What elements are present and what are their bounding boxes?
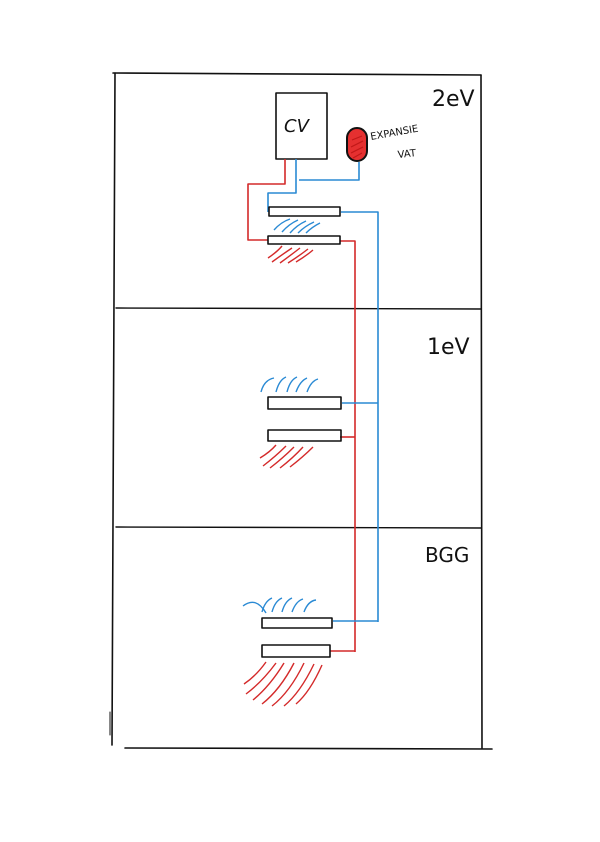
heat-rising-icon [260, 376, 319, 393]
boiler-label: CV [284, 116, 311, 137]
radiators-ground-floor [242, 597, 333, 707]
heat-radiating-icon [243, 661, 323, 707]
radiator-top-lower [267, 235, 341, 245]
radiator-ground-upper [261, 617, 333, 629]
radiators-top-floor [267, 206, 341, 264]
return-pipes [267, 159, 379, 622]
heat-radiating-icon [267, 245, 314, 264]
radiator-top-upper [268, 206, 341, 217]
floor-label-middle: 1eV [427, 335, 470, 360]
building-outline [109, 72, 493, 750]
boiler: CV [275, 92, 328, 160]
supply-pipes [247, 159, 356, 652]
expansion-vessel: EXPANSIE VAT [346, 124, 420, 162]
radiator-ground-lower [261, 644, 331, 658]
expansion-vessel-label-1: EXPANSIE [370, 124, 420, 143]
heat-radiating-icon [259, 444, 314, 469]
heat-rising-icon [242, 597, 317, 614]
radiators-middle-floor [259, 376, 342, 469]
floor-label-ground: BGG [425, 543, 469, 567]
radiator-middle-lower [267, 429, 342, 442]
radiator-middle-upper [267, 396, 342, 410]
expansion-vessel-label-2: VAT [397, 148, 417, 161]
floor-label-top: 2eV [432, 87, 475, 112]
heat-rising-icon [273, 218, 321, 234]
